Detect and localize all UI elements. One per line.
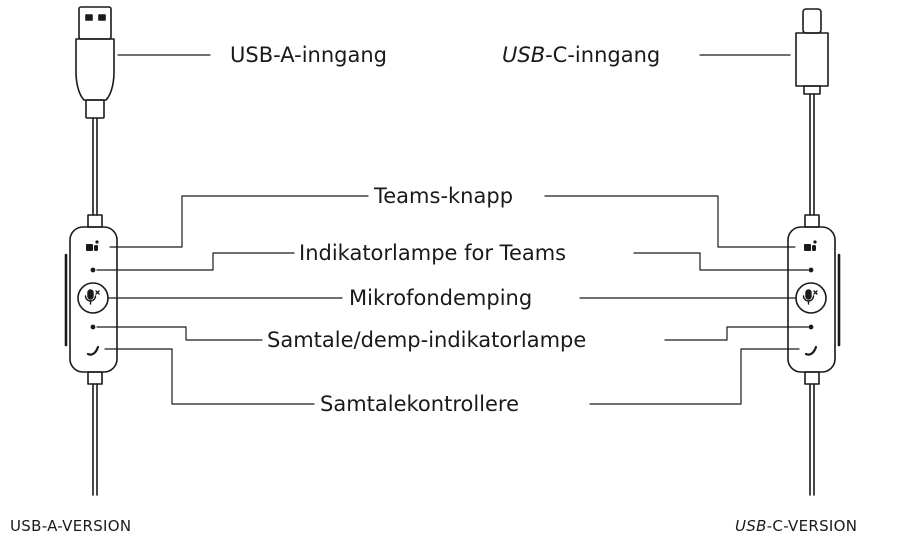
usb-c-cable-upper (804, 93, 820, 228)
mic-mute-icon (84, 289, 100, 305)
call-mute-indicator-label: Samtale/demp-indikatorlampe (265, 328, 589, 352)
usb-c-port-label-prefix: USB (502, 43, 546, 67)
call-controls-label: Samtalekontrollere (318, 392, 522, 416)
usb-c-version-prefix: USB (735, 517, 767, 535)
phone-icon (86, 345, 100, 356)
teams-icon (86, 240, 99, 251)
mic-mute-label: Mikrofondemping (347, 286, 535, 310)
leader-lines (96, 54, 809, 405)
usb-a-connector (75, 6, 115, 119)
usb-c-version-label: USB-C-VERSION (735, 517, 857, 535)
usb-a-port-label: USB-A-inngang (228, 43, 389, 67)
teams-button-label: Teams-knapp (372, 184, 516, 208)
usb-c-version-suffix: -C-VERSION (766, 517, 858, 535)
usb-c-port-label-suffix: -C-inngang (545, 43, 661, 67)
phone-icon (804, 345, 818, 356)
usb-c-cable-lower (804, 371, 820, 496)
usb-c-connector (795, 8, 829, 95)
usb-c-port-label: USB-C-inngang (500, 43, 663, 67)
teams-icon (804, 240, 817, 251)
usb-a-cable-upper (87, 117, 103, 228)
usb-a-version-label: USB-A-VERSION (10, 517, 132, 535)
mic-mute-icon (802, 289, 818, 305)
teams-indicator-label: Indikatorlampe for Teams (297, 241, 569, 265)
usb-a-cable-lower (87, 371, 103, 496)
